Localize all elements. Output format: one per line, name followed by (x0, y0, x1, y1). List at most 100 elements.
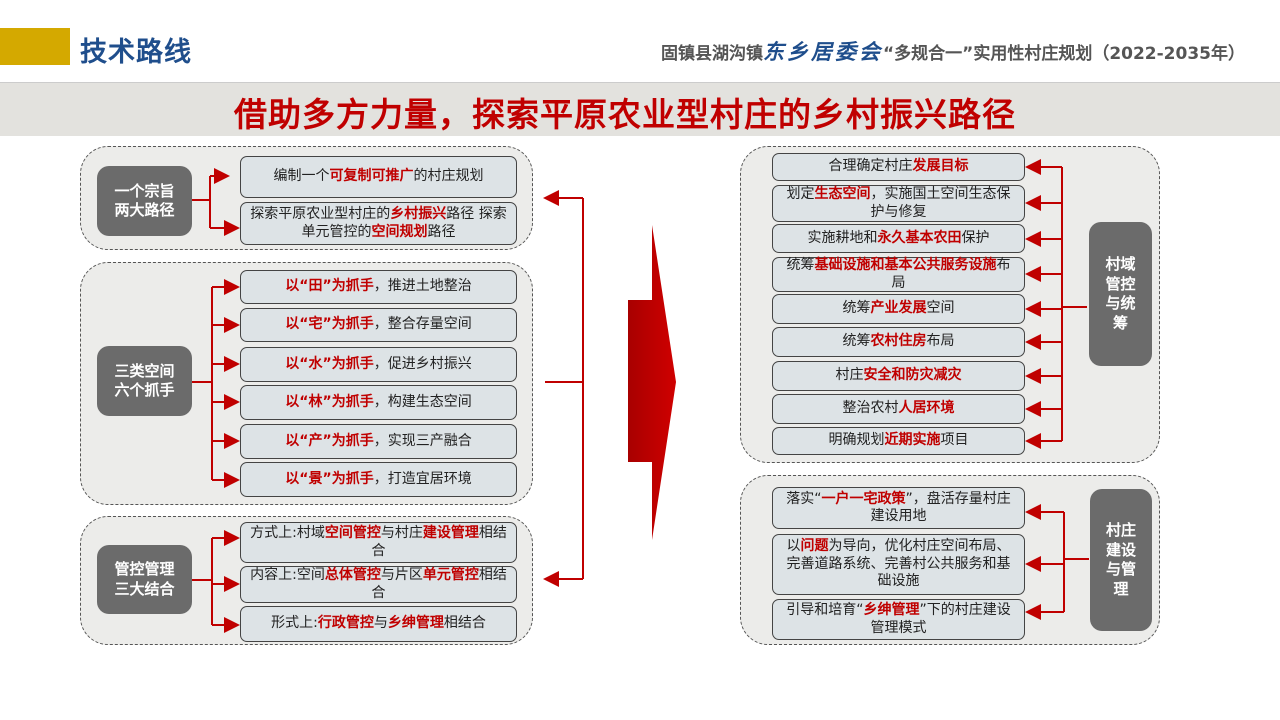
right-item: 划定生态空间，实施国土空间生态保护与修复 (772, 185, 1025, 222)
text-segment: 相结合 (371, 567, 507, 601)
left-item: 内容上:空间总体管控与片区单元管控相结合 (240, 566, 517, 603)
text-segment: 统筹 (786, 257, 815, 273)
subtitle-prefix: 固镇县湖沟镇 (660, 44, 763, 64)
highlight-text: 生态空间 (814, 186, 871, 202)
highlight-text: 以“水”为抓手 (285, 355, 374, 372)
banner-title: 借助多方力量，探索平原农业型村庄的乡村振兴路径 (234, 95, 1016, 134)
highlight-text: 以“林”为抓手 (285, 393, 374, 410)
text-segment: 相结合 (371, 525, 507, 559)
highlight-text: 发展目标 (912, 158, 969, 175)
right-item: 实施耕地和永久基本农田保护 (772, 224, 1025, 253)
text-segment: ，促进乡村振兴 (373, 355, 472, 372)
item-text: 以“水”为抓手，促进乡村振兴 (285, 356, 471, 374)
text-segment: 相结合 (443, 615, 486, 632)
left-item: 以“景”为抓手，打造宜居环境 (240, 462, 517, 497)
item-text: 划定生态空间，实施国土空间生态保护与修复 (781, 186, 1016, 221)
text-segment: ，打造宜居环境 (373, 470, 472, 487)
item-text: 统筹农村住房布局 (843, 333, 955, 351)
subtitle-suffix: “多规合一”实用性村庄规划（2022-2035年） (882, 44, 1245, 64)
left-group-label: 一个宗旨 两大路径 (97, 166, 192, 236)
text-segment: 统筹 (842, 300, 871, 317)
item-text: 实施耕地和永久基本农田保护 (808, 230, 990, 248)
item-text: 内容上:空间总体管控与片区单元管控相结合 (249, 567, 508, 602)
item-text: 明确规划近期实施项目 (829, 432, 969, 450)
section-title: 技术路线 (80, 37, 192, 68)
text-segment: ”，盘活存量村庄建设用地 (870, 490, 1011, 525)
item-text: 方式上:村域空间管控与村庄建设管理相结合 (249, 525, 508, 560)
highlight-text: 空间规划 (371, 223, 428, 240)
highlight-text: 以“产”为抓手 (285, 432, 374, 449)
item-text: 统筹基础设施和基本公共服务设施布局 (781, 257, 1016, 292)
highlight-text: 空间管控 (324, 525, 381, 541)
left-item: 以“林”为抓手，构建生态空间 (240, 385, 517, 420)
right-item: 以问题为导向，优化村庄空间布局、完善道路系统、完善村公共服务和基础设施 (772, 534, 1025, 595)
text-segment: 路径 (427, 223, 456, 240)
highlight-text: 乡村振兴 (390, 206, 447, 222)
highlight-text: 产业发展 (870, 300, 927, 317)
text-segment: 以 (786, 538, 801, 555)
text-segment: 整治农村 (842, 400, 899, 417)
text-segment: 保护 (961, 229, 990, 246)
text-segment: 编制一个 (273, 168, 330, 185)
highlight-text: 以“景”为抓手 (285, 470, 374, 487)
item-text: 统筹产业发展空间 (843, 300, 955, 318)
text-segment: ，实施国土空间生态保护与修复 (870, 186, 1011, 220)
title-banner (0, 82, 1280, 136)
left-item: 方式上:村域空间管控与村庄建设管理相结合 (240, 522, 517, 563)
right-item: 合理确定村庄发展目标 (772, 153, 1025, 181)
left-item: 形式上:行政管控与乡绅管理相结合 (240, 606, 517, 642)
highlight-text: 问题 (800, 538, 829, 555)
highlight-text: 一户一宅政策 (821, 490, 906, 507)
left-item: 以“田”为抓手，推进土地整治 (240, 270, 517, 304)
text-segment: 与 (373, 615, 388, 632)
text-segment: 空间 (926, 300, 955, 317)
highlight-text: 以“宅”为抓手 (285, 316, 374, 333)
right-group-label: 村域 管控 与统 筹 (1089, 222, 1152, 366)
text-segment: 为导向，优化村庄空间布局、完善道路系统、完善村公共服务和基础设施 (786, 538, 1011, 590)
right-group-label: 村庄 建设 与管 理 (1090, 489, 1152, 631)
text-segment: 布局 (891, 257, 1011, 291)
highlight-text: 以“田”为抓手 (285, 278, 374, 295)
text-segment: 探索平原农业型村庄的 (250, 206, 391, 222)
left-item: 编制一个可复制可推广的村庄规划 (240, 156, 517, 198)
item-text: 引导和培育“乡绅管理”下的村庄建设管理模式 (781, 602, 1016, 637)
text-segment: ”下的村庄建设管理模式 (870, 602, 1011, 636)
left-item: 以“产”为抓手，实现三产融合 (240, 424, 517, 459)
highlight-text: 行政管控 (317, 615, 374, 632)
text-segment: ，推进土地整治 (373, 278, 472, 295)
right-item: 村庄安全和防灾减灾 (772, 361, 1025, 391)
text-segment: 布局 (926, 333, 955, 350)
highlight-text: 乡绅管理 (387, 615, 444, 632)
item-text: 以“产”为抓手，实现三产融合 (285, 433, 471, 451)
item-text: 编制一个可复制可推广的村庄规划 (274, 168, 484, 186)
item-text: 以“田”为抓手，推进土地整治 (285, 278, 471, 296)
left-group-label: 三类空间 六个抓手 (97, 346, 192, 416)
text-segment: 与片区 (380, 567, 423, 583)
highlight-text: 乡绅管理 (863, 602, 920, 618)
text-segment: 落实“ (786, 490, 822, 507)
text-segment: 合理确定村庄 (828, 158, 913, 175)
left-group-label: 管控管理 三大结合 (97, 545, 192, 614)
highlight-text: 永久基本农田 (877, 229, 962, 246)
text-segment: ，构建生态空间 (373, 393, 472, 410)
text-segment: 划定 (786, 186, 815, 202)
item-text: 合理确定村庄发展目标 (829, 158, 969, 176)
item-text: 以“林”为抓手，构建生态空间 (285, 394, 471, 412)
big-right-arrow (628, 225, 676, 540)
text-segment: 引导和培育“ (786, 602, 864, 618)
highlight-text: 基础设施和基本公共服务设施 (814, 257, 997, 273)
text-segment: ，实现三产融合 (373, 432, 472, 449)
text-segment: 的村庄规划 (413, 168, 484, 185)
right-item: 引导和培育“乡绅管理”下的村庄建设管理模式 (772, 599, 1025, 640)
highlight-text: 建设管理 (422, 525, 479, 541)
gold-accent-block (0, 28, 70, 65)
document-subtitle: 固镇县湖沟镇东乡居委会“多规合一”实用性村庄规划（2022-2035年） (661, 36, 1245, 66)
right-item: 统筹产业发展空间 (772, 294, 1025, 324)
text-segment: 形式上: (271, 615, 318, 632)
item-text: 以“宅”为抓手，整合存量空间 (285, 316, 471, 334)
left-item: 探索平原农业型村庄的乡村振兴路径 探索单元管控的空间规划路径 (240, 202, 517, 245)
text-segment: 内容上:空间 (250, 567, 325, 583)
item-text: 探索平原农业型村庄的乡村振兴路径 探索单元管控的空间规划路径 (249, 206, 508, 241)
highlight-text: 安全和防灾减灾 (863, 367, 962, 384)
item-text: 整治农村人居环境 (843, 400, 955, 418)
